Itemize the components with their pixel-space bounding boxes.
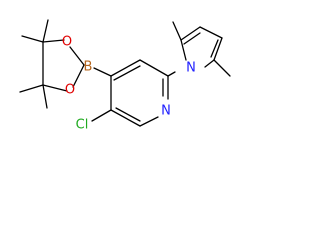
chlorine-label: Cl xyxy=(76,118,89,133)
oxygen-bottom-label: O xyxy=(65,83,75,98)
boron-aryl-bond xyxy=(93,67,112,77)
chemical-structure-diagram: B O O N N Cl xyxy=(0,0,240,138)
pyrrole-ring xyxy=(172,21,231,77)
pyrrole-nitrogen-label: N xyxy=(186,61,196,76)
pyridine-nitrogen-label: N xyxy=(161,104,171,119)
pinacol-ring xyxy=(19,19,85,109)
oxygen-top-label: O xyxy=(62,35,72,50)
chlorine-bond xyxy=(91,109,112,122)
boron-label: B xyxy=(84,60,93,75)
molecule-svg: B O O N N Cl xyxy=(19,19,231,133)
pyridine-ring xyxy=(110,59,169,127)
pyridine-pyrrole-bond xyxy=(167,71,176,77)
